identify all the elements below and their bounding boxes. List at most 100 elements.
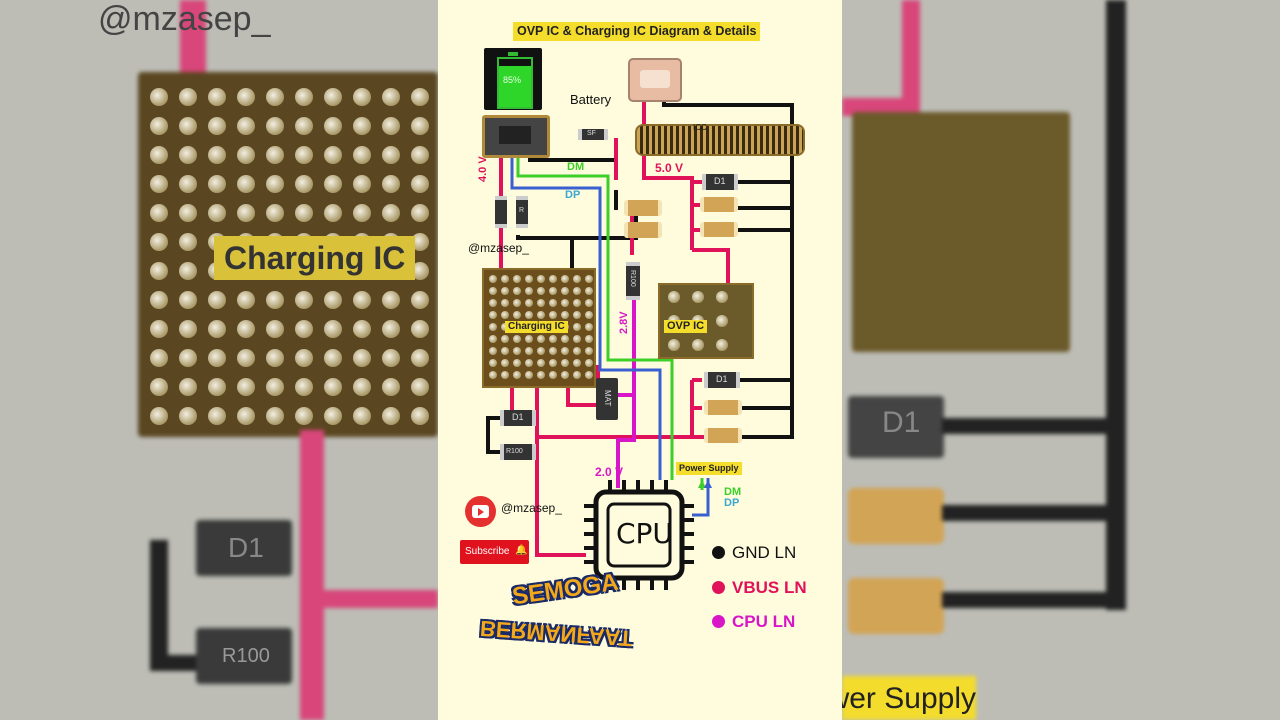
solder-ball: [295, 117, 313, 135]
voltage-2v: 2.0 V: [595, 465, 624, 479]
solder-ball: [324, 378, 342, 396]
solder-ball: [411, 349, 429, 367]
solder-ball: [382, 117, 400, 135]
solder-ball: [179, 262, 197, 280]
subscribe-label: Subscribe: [465, 546, 510, 557]
legend-swatch-gnd: [712, 546, 725, 559]
solder-ball: [561, 347, 569, 355]
power-supply-label: Power Supply: [676, 462, 742, 475]
voltage-2v8: 2.8V: [618, 311, 630, 334]
solder-ball: [208, 175, 226, 193]
subscribe-button[interactable]: Subscribe 🔔: [460, 540, 529, 564]
solder-ball: [382, 88, 400, 106]
solder-ball: [324, 175, 342, 193]
solder-ball: [150, 233, 168, 251]
solder-ball: [489, 299, 497, 307]
solder-ball: [513, 347, 521, 355]
solder-ball: [573, 323, 581, 331]
solder-ball: [179, 204, 197, 222]
solder-ball: [525, 275, 533, 283]
solder-ball: [179, 233, 197, 251]
solder-ball: [150, 175, 168, 193]
solder-ball: [324, 204, 342, 222]
solder-ball: [295, 175, 313, 193]
solder-ball: [266, 407, 284, 425]
solder-ball: [549, 371, 557, 379]
channel-handle[interactable]: @mzasep_: [501, 501, 562, 515]
solder-ball: [501, 347, 509, 355]
ovp-ic-label: OVP IC: [664, 320, 708, 333]
solder-ball: [573, 275, 581, 283]
right-backdrop-supply-text: Power Supply: [842, 684, 976, 714]
solder-ball: [411, 378, 429, 396]
solder-ball: [716, 339, 728, 351]
solder-ball: [513, 287, 521, 295]
capacitor-5: [704, 400, 742, 415]
solder-ball: [266, 88, 284, 106]
solder-ball: [411, 88, 429, 106]
solder-ball: [179, 291, 197, 309]
solder-ball: [353, 204, 371, 222]
dp-label-top: DP: [565, 189, 581, 201]
solder-ball: [537, 311, 545, 319]
capacitor-2: [624, 222, 662, 238]
diode-top-label: D1: [714, 176, 726, 186]
solder-ball: [266, 175, 284, 193]
solder-ball: [353, 407, 371, 425]
solder-ball: [489, 371, 497, 379]
solder-ball: [382, 407, 400, 425]
solder-ball: [266, 349, 284, 367]
solder-ball: [501, 335, 509, 343]
capacitor-6: [704, 428, 742, 443]
icc-connector: [635, 124, 805, 156]
youtube-logo-icon[interactable]: [465, 496, 496, 527]
right-backdrop-d1: D1: [882, 406, 921, 439]
solder-ball: [353, 88, 371, 106]
solder-ball: [353, 291, 371, 309]
solder-ball: [179, 146, 197, 164]
voltage-5v: 5.0 V: [655, 161, 684, 175]
solder-ball: [179, 88, 197, 106]
watermark-handle: @mzasep_: [468, 241, 529, 255]
solder-ball: [585, 371, 593, 379]
solder-ball: [561, 311, 569, 319]
diode-left: D1: [500, 410, 536, 426]
solder-ball: [179, 175, 197, 193]
capacitor-1: [624, 200, 662, 216]
solder-ball: [549, 311, 557, 319]
dm-arrow-icon: [698, 480, 706, 488]
solder-ball: [549, 359, 557, 367]
solder-ball: [668, 291, 680, 303]
solder-ball: [237, 204, 255, 222]
solder-ball: [501, 287, 509, 295]
solder-ball: [237, 407, 255, 425]
solder-ball: [525, 359, 533, 367]
solder-ball: [266, 204, 284, 222]
solder-ball: [150, 349, 168, 367]
diode-mid-label: D1: [716, 374, 728, 384]
solder-ball: [561, 299, 569, 307]
solder-ball: [489, 359, 497, 367]
solder-ball: [561, 287, 569, 295]
solder-ball: [537, 335, 545, 343]
solder-ball: [489, 335, 497, 343]
solder-ball: [382, 291, 400, 309]
solder-ball: [411, 291, 429, 309]
solder-ball: [324, 291, 342, 309]
transistor: MAT: [596, 378, 618, 420]
solder-ball: [208, 291, 226, 309]
solder-ball: [150, 320, 168, 338]
solder-ball: [573, 347, 581, 355]
solder-ball: [411, 175, 429, 193]
solder-ball: [150, 88, 168, 106]
solder-ball: [208, 378, 226, 396]
solder-ball: [324, 117, 342, 135]
solder-ball: [489, 311, 497, 319]
solder-ball: [179, 349, 197, 367]
solder-ball: [353, 349, 371, 367]
fuse-label: SF: [587, 130, 596, 137]
solder-ball: [179, 378, 197, 396]
solder-ball: [353, 320, 371, 338]
solder-ball: [237, 175, 255, 193]
battery-connector: [482, 115, 550, 158]
